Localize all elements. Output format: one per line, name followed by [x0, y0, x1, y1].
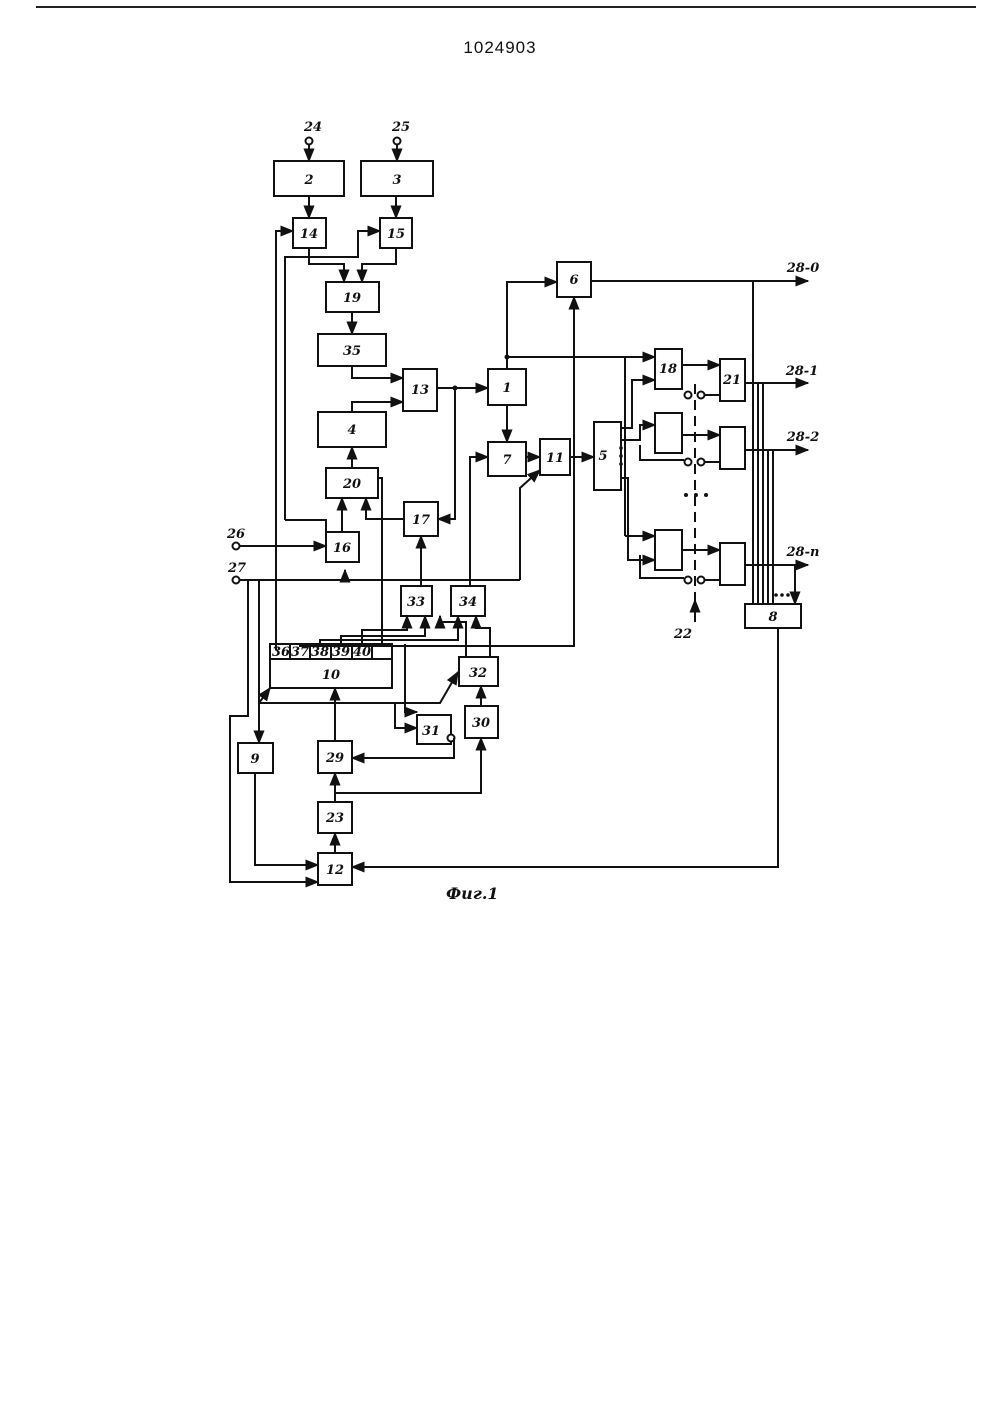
block-17: 17: [404, 502, 438, 536]
block-11: 11: [540, 439, 570, 475]
svg-text:28-0: 28-0: [786, 261, 820, 276]
svg-text:33: 33: [407, 595, 425, 610]
svg-text:19: 19: [343, 291, 361, 306]
block-32: 32: [459, 657, 498, 686]
block-12: 12: [318, 853, 352, 885]
svg-text:4: 4: [347, 423, 356, 438]
output-37: 37: [291, 645, 309, 660]
svg-text:15: 15: [387, 227, 405, 242]
block-19: 19: [326, 282, 379, 312]
svg-text:12: 12: [326, 863, 344, 878]
block-3: 3: [361, 161, 433, 196]
block-4: 4: [318, 412, 386, 447]
output-36: 36: [272, 645, 290, 660]
terminal-24: 24: [303, 120, 322, 145]
block-18: 18: [655, 349, 682, 389]
svg-text:21: 21: [722, 373, 741, 388]
block-30: 30: [465, 706, 498, 738]
svg-text:8: 8: [768, 610, 777, 625]
svg-text:11: 11: [546, 451, 564, 466]
block-18-channel-2: [655, 413, 682, 453]
svg-text:28-1: 28-1: [785, 364, 819, 379]
svg-text:5: 5: [598, 449, 607, 464]
svg-text:31: 31: [422, 724, 440, 739]
svg-text:13: 13: [411, 383, 429, 398]
block-21-channel-n: [720, 543, 745, 585]
svg-text:20: 20: [342, 477, 361, 492]
output-28-2: 28-2: [786, 430, 820, 445]
block-5: 5: [594, 422, 621, 490]
svg-text:10: 10: [322, 668, 340, 683]
svg-text:34: 34: [459, 595, 477, 610]
svg-text:2: 2: [303, 173, 313, 188]
svg-text:25: 25: [391, 120, 410, 135]
block-33: 33: [401, 586, 432, 616]
output-39: 39: [332, 645, 350, 660]
block-20: 20: [326, 468, 378, 498]
block-29: 29: [318, 741, 352, 773]
block-18-channel-n: [655, 530, 682, 570]
block-15: 15: [380, 218, 412, 248]
output-28-n: 28-n: [786, 545, 820, 560]
block-2: 2: [274, 161, 344, 196]
svg-text:32: 32: [469, 666, 487, 681]
svg-text:1: 1: [502, 381, 511, 396]
svg-text:28-2: 28-2: [786, 430, 820, 445]
block-9: 9: [238, 743, 273, 773]
block-13: 13: [403, 369, 437, 411]
block-21-channel-2: [720, 427, 745, 469]
svg-text:24: 24: [303, 120, 322, 135]
block-23: 23: [318, 802, 352, 833]
block-7: 7: [488, 442, 526, 476]
figure-caption: Фиг.1: [446, 884, 499, 903]
svg-text:29: 29: [325, 751, 344, 766]
svg-text:26: 26: [226, 527, 245, 542]
svg-text:18: 18: [659, 362, 677, 377]
svg-text:22: 22: [673, 627, 692, 642]
terminal-25: 25: [391, 120, 410, 145]
svg-text:6: 6: [569, 273, 578, 288]
svg-text:14: 14: [300, 227, 318, 242]
svg-text:30: 30: [472, 716, 490, 731]
block-21: 21: [720, 359, 745, 401]
output-38: 38: [311, 645, 329, 660]
svg-text:27: 27: [227, 561, 246, 576]
block-31: 31: [417, 715, 455, 744]
svg-text:16: 16: [333, 541, 351, 556]
svg-text:9: 9: [250, 752, 259, 767]
block-8: 8: [745, 604, 801, 628]
output-28-1: 28-1: [785, 364, 819, 379]
svg-text:23: 23: [325, 811, 344, 826]
svg-text:17: 17: [412, 513, 430, 528]
svg-text:35: 35: [343, 344, 361, 359]
block-16: 16: [326, 532, 359, 562]
block-14: 14: [293, 218, 326, 248]
block-1: 1: [488, 369, 526, 405]
connections: [230, 145, 808, 882]
svg-text:28-n: 28-n: [786, 545, 820, 560]
block-34: 34: [451, 586, 485, 616]
output-40: 40: [353, 645, 371, 660]
block-35: 35: [318, 334, 386, 366]
terminal-22: 22: [673, 600, 695, 642]
svg-text:3: 3: [392, 173, 401, 188]
output-28-0: 28-0: [786, 261, 820, 276]
svg-text:7: 7: [502, 453, 511, 468]
block-10: 10 36 37 38 39 40: [270, 644, 392, 688]
block-6: 6: [557, 262, 591, 297]
